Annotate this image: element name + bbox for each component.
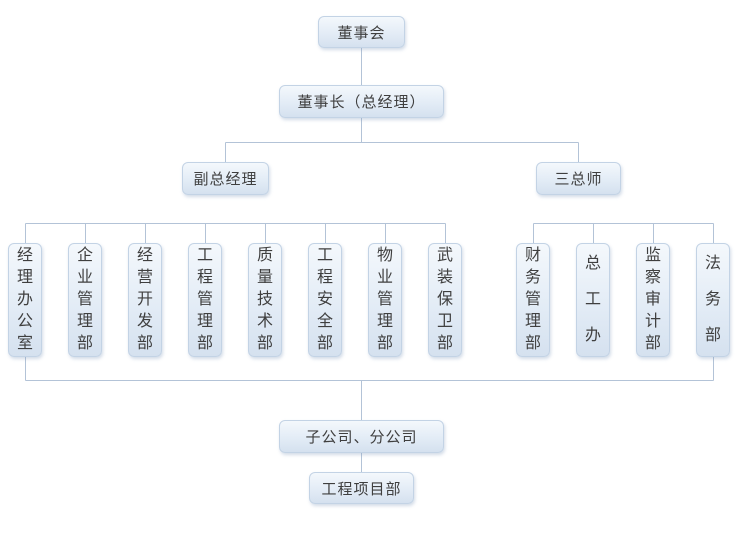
dept-node: 经理办公室: [8, 243, 42, 357]
org-node-deputy-gm: 副总经理: [182, 162, 269, 195]
org-node-project-dept: 工程项目部: [309, 472, 414, 504]
org-node-board: 董事会: [318, 16, 405, 48]
dept-node: 武装保卫部: [428, 243, 462, 357]
dept-node: 质量技术部: [248, 243, 282, 357]
dept-node: 经营开发部: [128, 243, 162, 357]
dept-node: 物业管理部: [368, 243, 402, 357]
dept-node: 监察审计部: [636, 243, 670, 357]
dept-node: 工程安全部: [308, 243, 342, 357]
org-node-three-chiefs: 三总师: [536, 162, 621, 195]
dept-node: 企业管理部: [68, 243, 102, 357]
dept-node: 法务部: [696, 243, 730, 357]
dept-node: 总工办: [576, 243, 610, 357]
dept-node: 财务管理部: [516, 243, 550, 357]
org-node-chairman: 董事长（总经理）: [279, 85, 444, 118]
org-node-subsidiaries: 子公司、分公司: [279, 420, 444, 453]
dept-node: 工程管理部: [188, 243, 222, 357]
